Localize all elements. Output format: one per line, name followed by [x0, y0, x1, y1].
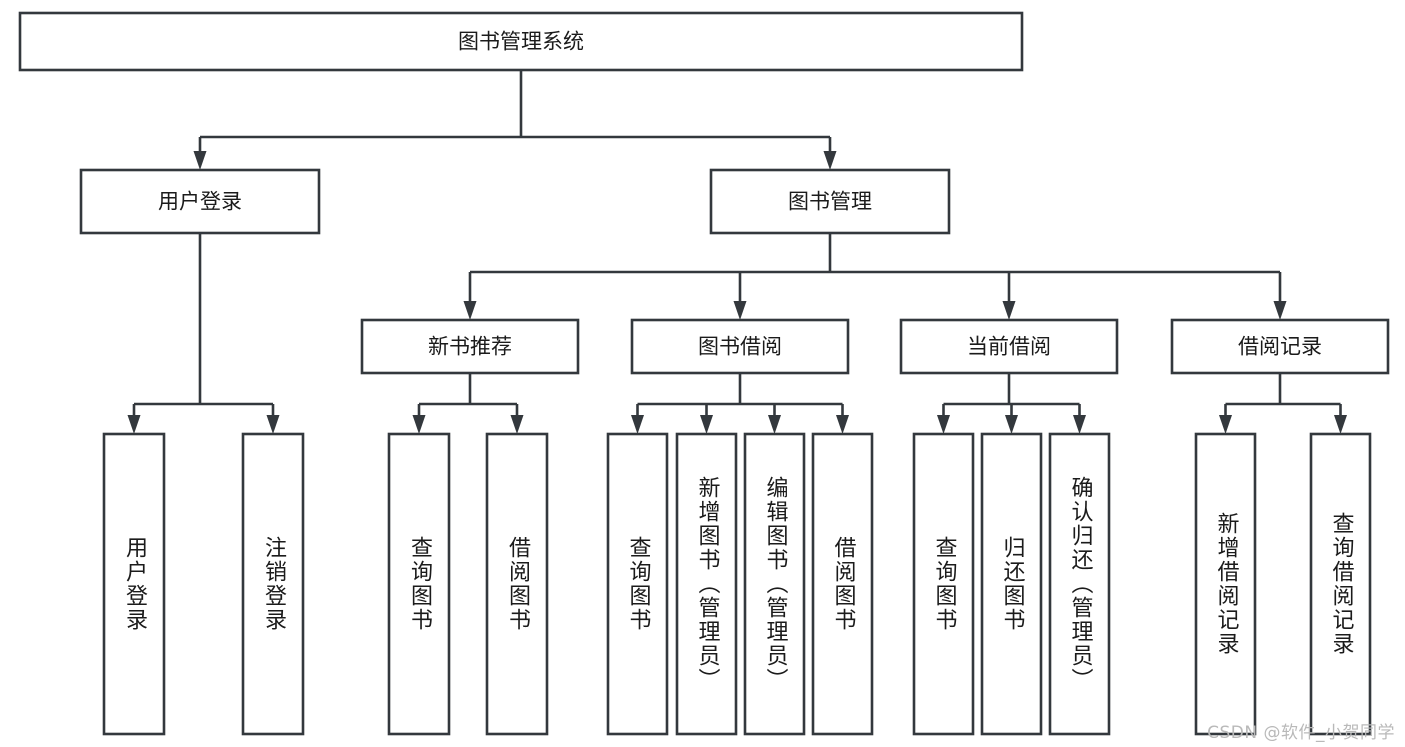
node-label-user-login: 用户登录: [158, 190, 242, 214]
arrow-head-borrow-record: [1273, 301, 1287, 320]
arrow-head-leaf-borrow-book-rec: [510, 415, 524, 434]
node-box-root[interactable]: [18, 11, 1024, 72]
node-box-user-login[interactable]: [79, 168, 321, 235]
node-box-book-borrow[interactable]: [630, 318, 850, 375]
arrow-head-leaf-borrow-book: [836, 415, 849, 434]
connectors-layer: [127, 70, 1347, 434]
arrow-head-leaf-confirm-return-admin: [1073, 415, 1086, 434]
arrow-head-leaf-query-book-borrow: [631, 415, 644, 434]
node-label-current-borrow: 当前借阅: [967, 335, 1051, 359]
node-box-leaf-add-book-admin[interactable]: [675, 432, 738, 736]
arrow-head-leaf-add-book-admin: [700, 415, 713, 434]
arrow-head-leaf-return-book: [1005, 415, 1018, 434]
boxes-layer: [18, 11, 1390, 736]
node-box-borrow-record[interactable]: [1170, 318, 1390, 375]
arrow-head-book-manage: [823, 151, 837, 170]
node-box-leaf-query-book-current[interactable]: [912, 432, 975, 736]
arrow-head-leaf-edit-book-admin: [768, 415, 781, 434]
node-label-root: 图书管理系统: [458, 30, 584, 54]
arrow-head-user-login: [193, 151, 207, 170]
arrow-head-leaf-query-book-current: [937, 415, 950, 434]
node-box-current-borrow[interactable]: [899, 318, 1119, 375]
node-box-leaf-query-book-borrow[interactable]: [606, 432, 669, 736]
node-box-leaf-query-borrow-record[interactable]: [1309, 432, 1372, 736]
node-box-new-book-recommend[interactable]: [360, 318, 580, 375]
node-label-book-borrow: 图书借阅: [698, 335, 782, 359]
node-box-book-manage[interactable]: [709, 168, 951, 235]
node-box-leaf-confirm-return-admin[interactable]: [1048, 432, 1111, 736]
node-box-leaf-user-login[interactable]: [102, 432, 166, 736]
node-label-borrow-record: 借阅记录: [1238, 335, 1322, 359]
node-box-leaf-add-borrow-record[interactable]: [1194, 432, 1257, 736]
arrow-head-leaf-add-borrow-record: [1219, 415, 1232, 434]
node-box-leaf-edit-book-admin[interactable]: [743, 432, 806, 736]
node-box-leaf-return-book[interactable]: [980, 432, 1043, 736]
arrow-head-leaf-user-login: [127, 415, 141, 434]
arrow-head-leaf-query-book-rec: [412, 415, 426, 434]
arrow-head-leaf-logout: [266, 415, 280, 434]
watermark-text: CSDN @软件_小贺同学: [1207, 723, 1395, 743]
node-box-leaf-borrow-book[interactable]: [811, 432, 874, 736]
arrow-head-new-book-recommend: [463, 301, 477, 320]
node-box-leaf-borrow-book-rec[interactable]: [485, 432, 549, 736]
node-label-book-manage: 图书管理: [788, 190, 872, 214]
node-label-new-book-recommend: 新书推荐: [428, 335, 512, 359]
arrow-head-book-borrow: [733, 301, 747, 320]
arrow-head-current-borrow: [1002, 301, 1016, 320]
arrow-head-leaf-query-borrow-record: [1334, 415, 1347, 434]
node-box-leaf-query-book-rec[interactable]: [387, 432, 451, 736]
node-box-leaf-logout[interactable]: [241, 432, 305, 736]
